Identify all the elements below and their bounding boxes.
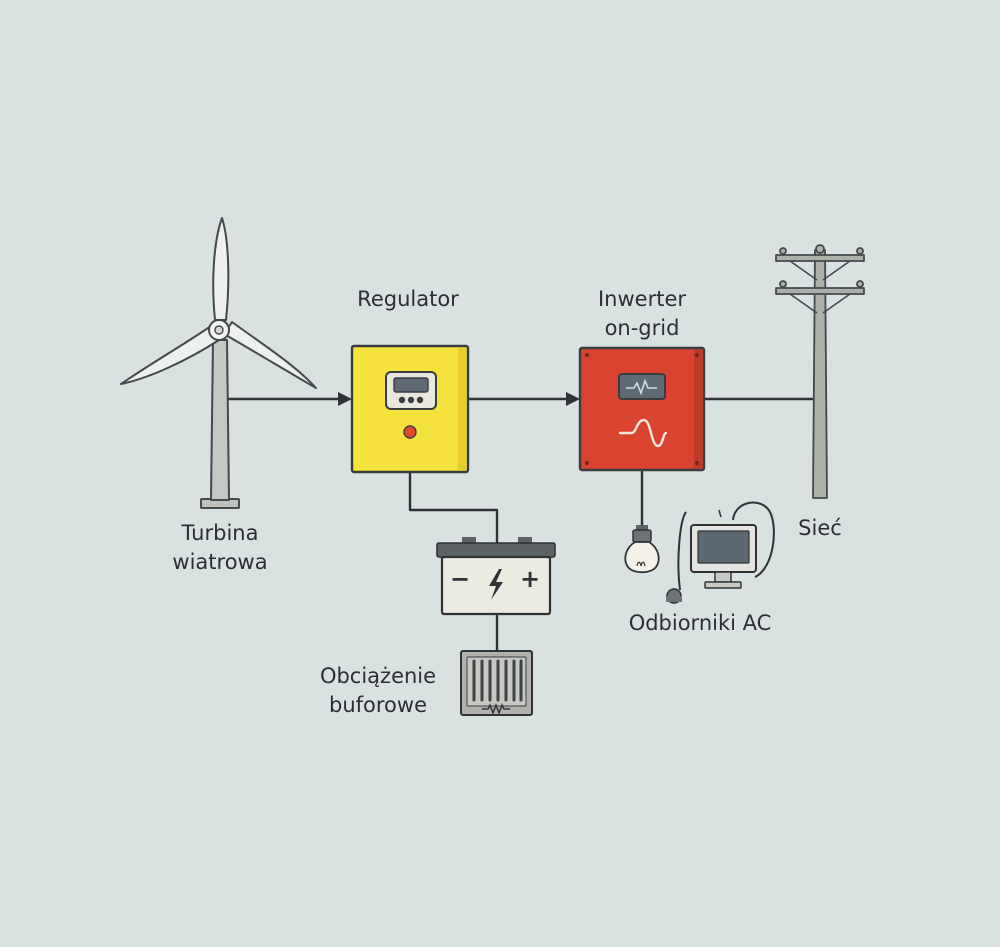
computer-monitor-icon [666,501,775,604]
turbine-label: Turbina wiatrowa [150,519,290,577]
turbine-blade-right [223,321,317,389]
turbine-label-line-1: Turbina [181,521,259,545]
lightning-bolt-icon [489,569,503,600]
charge-controller-icon [350,344,470,474]
turbine-blade-left [120,323,220,385]
grid-label: Sieć [780,514,860,543]
inverter-screen [618,373,666,400]
regulator-to-battery-line [408,470,499,544]
turbine-label-line-2: wiatrowa [172,550,268,574]
ac-loads-label: Odbiorniki AC [610,609,790,638]
wind-turbine-icon [120,217,317,509]
bulb-glass [624,541,660,574]
monitor-stand [714,571,732,583]
connections [220,397,820,654]
inverter-label-line-2: on-grid [604,316,680,340]
regulator-screen [393,377,429,393]
inverter-icon [578,346,706,472]
battery-lid [436,542,556,558]
sine-wave-icon [618,418,668,448]
regulator-label-line-1: Regulator [357,287,459,311]
light-bulb-icon [624,525,660,574]
inverter-label: Inwerter on-grid [572,285,712,343]
inverter-screen-trace [626,378,657,396]
battery-load-label-line-1: Obciążenie [319,664,437,688]
battery-minus-sign: − [450,565,470,593]
arrowhead-to-inverter-icon [566,392,580,406]
bulb-socket [632,529,652,543]
dump-load-resistor-icon [460,650,533,716]
battery-load-label-line-2: buforowe [329,693,427,717]
inverter-box [578,346,706,472]
utility-pole-icon [775,244,865,499]
pole-crossarm-top [775,254,865,262]
inverter-label-line-1: Inwerter [597,287,687,311]
turbine-tower [210,339,230,501]
monitor-power-cable [732,501,775,578]
battery-plus-sign: + [520,565,540,593]
regulator-status-led [403,425,417,439]
monitor-cable [677,511,687,591]
turbine-blade-up [212,217,230,321]
battery-icon: − + [436,537,556,616]
grid-label-line-1: Sieć [798,516,842,540]
monitor-screen [697,530,750,564]
regulator-label: Regulator [338,285,478,314]
arrowhead-to-regulator-icon [338,392,352,406]
battery-load-label: Obciążenie buforowe [300,662,456,720]
pole-crossarm-bottom [775,287,865,295]
monitor-base [704,581,742,589]
ac-loads-label-line-1: Odbiorniki AC [628,611,772,635]
